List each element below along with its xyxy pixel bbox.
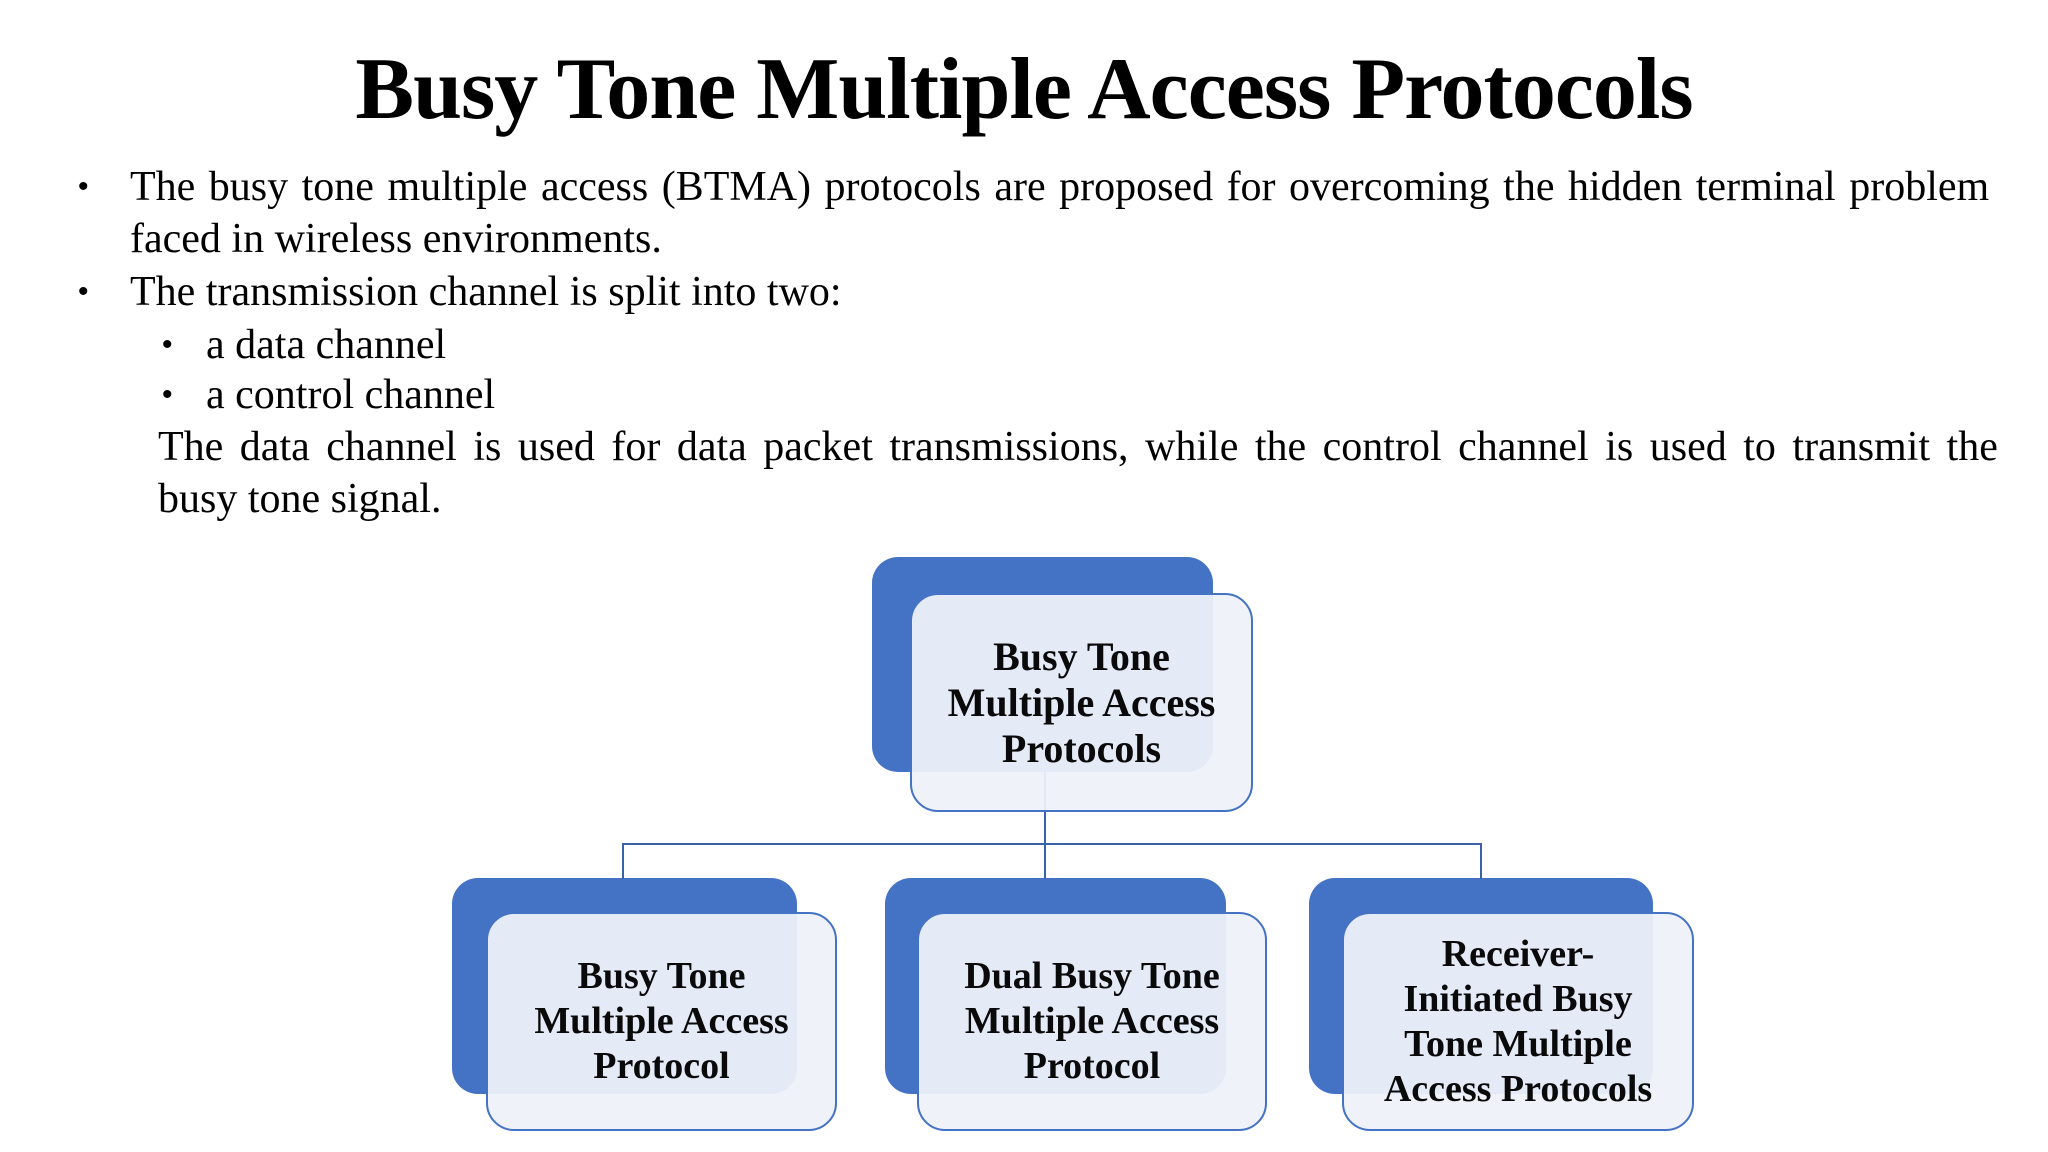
bullet-2-text: The transmission channel is split into t…	[130, 269, 842, 315]
root-node-label-line: Multiple Access	[947, 679, 1216, 725]
child-node-1-label-line: Protocol	[593, 1045, 730, 1087]
bullet-marker: •	[78, 170, 89, 203]
sub-bullet-2-text: a control channel	[206, 372, 496, 418]
child-node-3-label-line: Access Protocols	[1383, 1067, 1653, 1110]
paragraph-text-line-2: busy tone signal.	[158, 476, 442, 522]
sub-bullet-line: • a data channel	[0, 319, 2048, 371]
sub-bullet-1-text: a data channel	[206, 322, 447, 368]
bullet-line: • The busy tone multiple access (BTMA) p…	[0, 161, 2048, 213]
child-node-2-label-line: Multiple Access	[964, 1000, 1220, 1042]
child-node-2-label-line: Protocol	[1023, 1045, 1161, 1087]
connector-left-drop	[622, 843, 624, 879]
bullet-marker: •	[162, 328, 173, 361]
child-node-2-label-line: Dual Busy Tone	[964, 955, 1220, 997]
paragraph-line: The data channel is used for data packet…	[0, 421, 2048, 473]
sub-bullet-line: • a control channel	[0, 369, 2048, 421]
bullet-line: faced in wireless environments.	[0, 213, 2048, 265]
child-node-1-label-line: Busy Tone	[577, 955, 746, 997]
root-node: Busy Tone Multiple Access Protocols	[910, 593, 1253, 812]
connector-middle-drop	[1044, 843, 1046, 879]
root-node-label-line: Busy Tone	[993, 633, 1170, 679]
root-node-label-line: Protocols	[1001, 725, 1162, 771]
bullet-1-text-line-1: The busy tone multiple access (BTMA) pro…	[130, 164, 1990, 210]
bullet-1-text-line-2: faced in wireless environments.	[130, 216, 662, 262]
child-node-3-label-line: Receiver-	[1441, 932, 1595, 975]
bullet-marker: •	[162, 378, 173, 411]
paragraph-line: busy tone signal.	[0, 473, 2048, 525]
child-node-dbtma: Dual Busy Tone Multiple Access Protocol	[917, 912, 1267, 1131]
paragraph-text-line-1: The data channel is used for data packet…	[158, 424, 1998, 470]
child-node-3-label-line: Initiated Busy	[1403, 977, 1633, 1020]
child-node-1-label-line: Multiple Access	[534, 1000, 789, 1042]
connector-right-drop	[1480, 843, 1482, 879]
child-node-3-label-line: Tone Multiple	[1404, 1022, 1632, 1065]
child-node-ribtma: Receiver- Initiated Busy Tone Multiple A…	[1342, 912, 1694, 1131]
bullet-marker: •	[78, 275, 89, 308]
slide-title: Busy Tone Multiple Access Protocols	[355, 41, 1693, 138]
bullet-line: • The transmission channel is split into…	[0, 266, 2048, 318]
connector-horizontal-bar	[622, 843, 1482, 845]
child-node-btma: Busy Tone Multiple Access Protocol	[486, 912, 837, 1131]
